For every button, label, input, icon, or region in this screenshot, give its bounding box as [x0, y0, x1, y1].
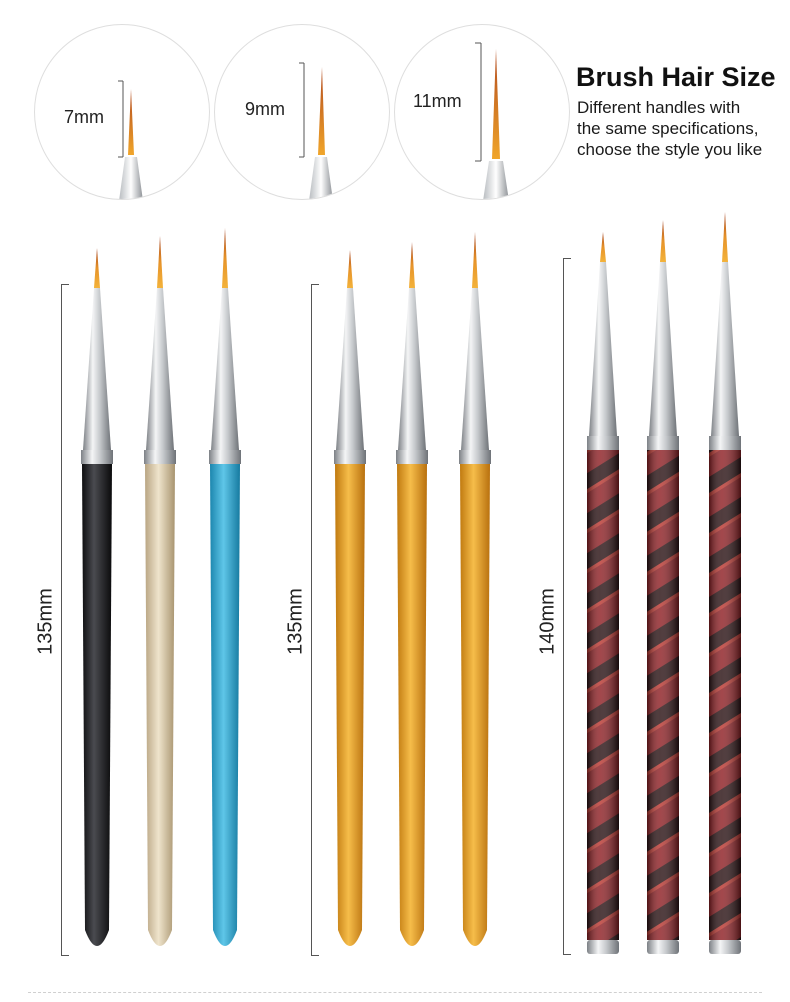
tip-size-label: 9mm: [245, 99, 285, 119]
brush-gold: [334, 250, 366, 946]
divider: [28, 992, 762, 993]
tip-size-label: 7mm: [64, 107, 104, 127]
brush-gold: [459, 232, 491, 946]
brush-blue: [209, 228, 241, 946]
brush-champagne: [144, 236, 176, 946]
tip-circle-7mm: 7mm: [34, 24, 210, 200]
length-bracket: [61, 284, 69, 956]
brush-spiral: [709, 212, 741, 954]
length-bracket: [563, 258, 571, 955]
tip-circle-11mm: 11mm: [394, 24, 570, 200]
brush-spiral: [587, 232, 619, 954]
tip-size-label: 11mm: [413, 91, 462, 111]
brush-tip-closeup: [118, 80, 143, 199]
tip-circle-9mm: 9mm: [214, 24, 390, 200]
length-bracket: [311, 284, 319, 956]
brush-black: [81, 248, 113, 946]
brush-tip-closeup: [475, 42, 509, 199]
page-title: Brush Hair Size: [576, 62, 776, 92]
description-line: choose the style you like: [577, 140, 763, 159]
description-line: Different handles with: [577, 98, 741, 117]
description-line: the same specifications,: [577, 119, 759, 138]
brush-gold: [396, 242, 428, 946]
brush-spiral: [647, 220, 679, 954]
brush-tip-closeup: [299, 62, 333, 199]
